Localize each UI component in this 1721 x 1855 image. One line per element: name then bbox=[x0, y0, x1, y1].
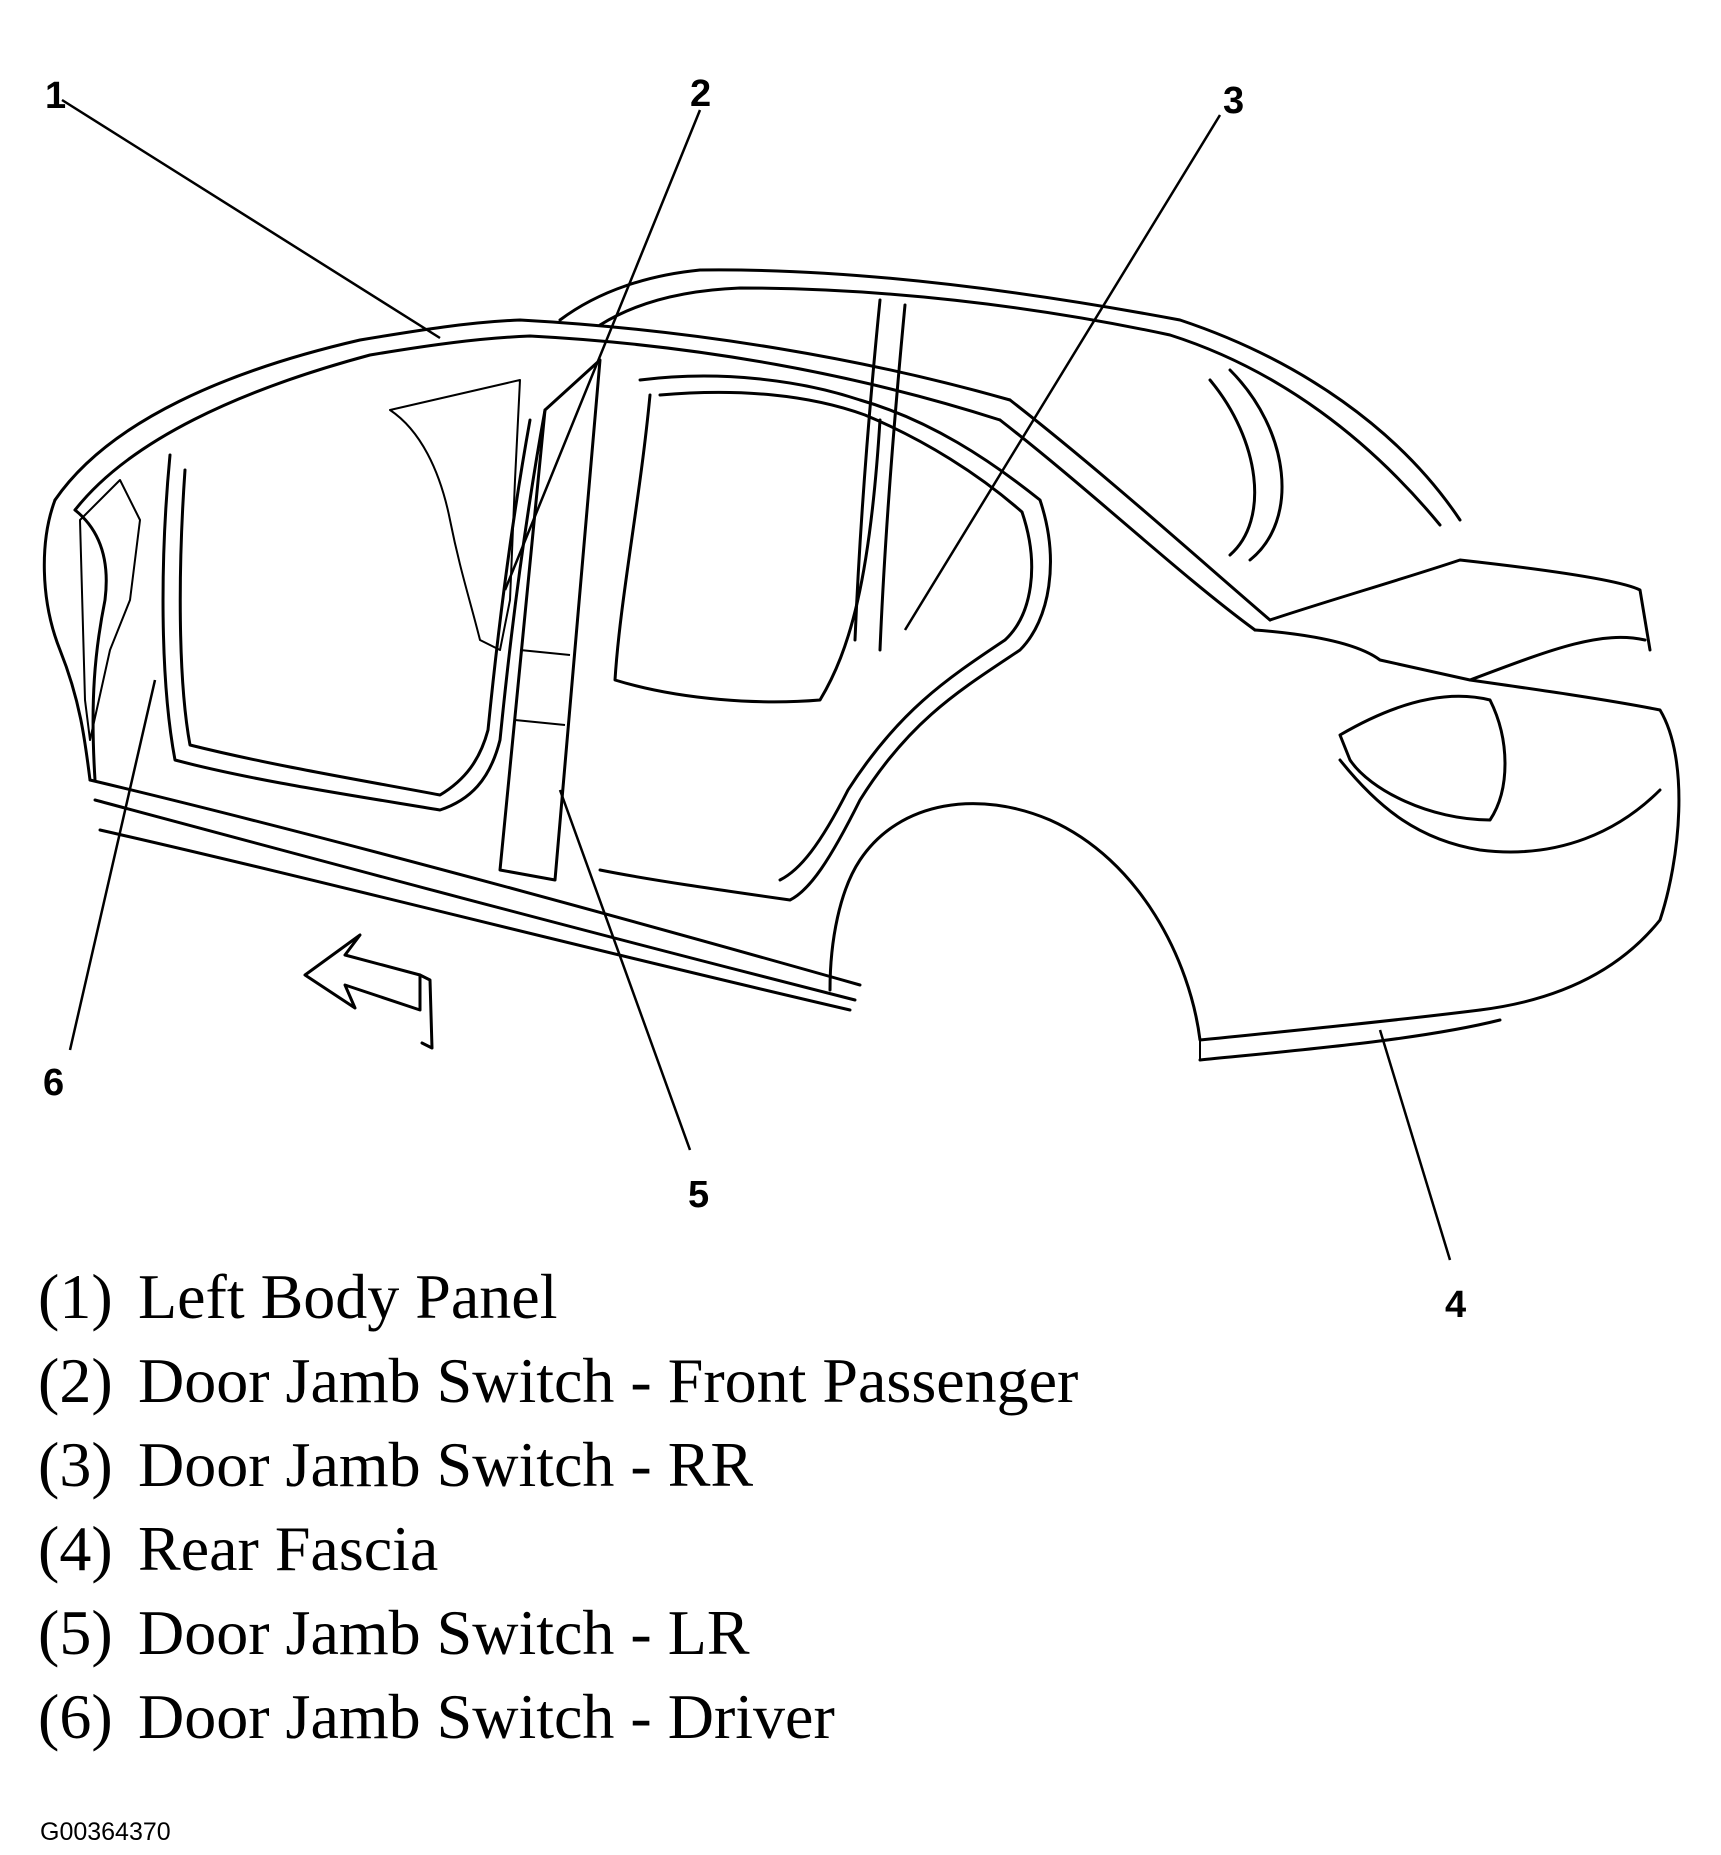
legend-item: (6) Door Jamb Switch - Driver bbox=[38, 1675, 1078, 1759]
callout-2: 2 bbox=[690, 73, 711, 115]
legend-label: Left Body Panel bbox=[138, 1261, 558, 1332]
legend-item: (1) Left Body Panel bbox=[38, 1255, 1078, 1339]
legend-label: Door Jamb Switch - RR bbox=[138, 1429, 754, 1500]
legend-number: (2) bbox=[38, 1345, 113, 1416]
legend-item: (3) Door Jamb Switch - RR bbox=[38, 1423, 1078, 1507]
legend-number: (3) bbox=[38, 1429, 113, 1500]
callout-5: 5 bbox=[688, 1174, 709, 1216]
parts-legend: (1) Left Body Panel (2) Door Jamb Switch… bbox=[38, 1255, 1078, 1759]
legend-item: (2) Door Jamb Switch - Front Passenger bbox=[38, 1339, 1078, 1423]
figure-id: G00364370 bbox=[40, 1818, 171, 1846]
legend-item: (5) Door Jamb Switch - LR bbox=[38, 1591, 1078, 1675]
legend-label: Door Jamb Switch - Driver bbox=[138, 1681, 835, 1752]
legend-label: Door Jamb Switch - LR bbox=[138, 1597, 750, 1668]
callout-4: 4 bbox=[1445, 1284, 1466, 1326]
legend-label: Rear Fascia bbox=[138, 1513, 439, 1584]
callout-1: 1 bbox=[45, 75, 66, 117]
car-body-drawing bbox=[42, 268, 1681, 1062]
callout-3: 3 bbox=[1223, 80, 1244, 122]
legend-item: (4) Rear Fascia bbox=[38, 1507, 1078, 1591]
callout-6: 6 bbox=[43, 1062, 64, 1104]
legend-number: (1) bbox=[38, 1261, 113, 1332]
legend-number: (4) bbox=[38, 1513, 113, 1584]
legend-number: (6) bbox=[38, 1681, 113, 1752]
leader-lines bbox=[61, 98, 1452, 1261]
front-direction-arrow bbox=[303, 933, 434, 1050]
legend-label: Door Jamb Switch - Front Passenger bbox=[138, 1345, 1079, 1416]
legend-number: (5) bbox=[38, 1597, 113, 1668]
